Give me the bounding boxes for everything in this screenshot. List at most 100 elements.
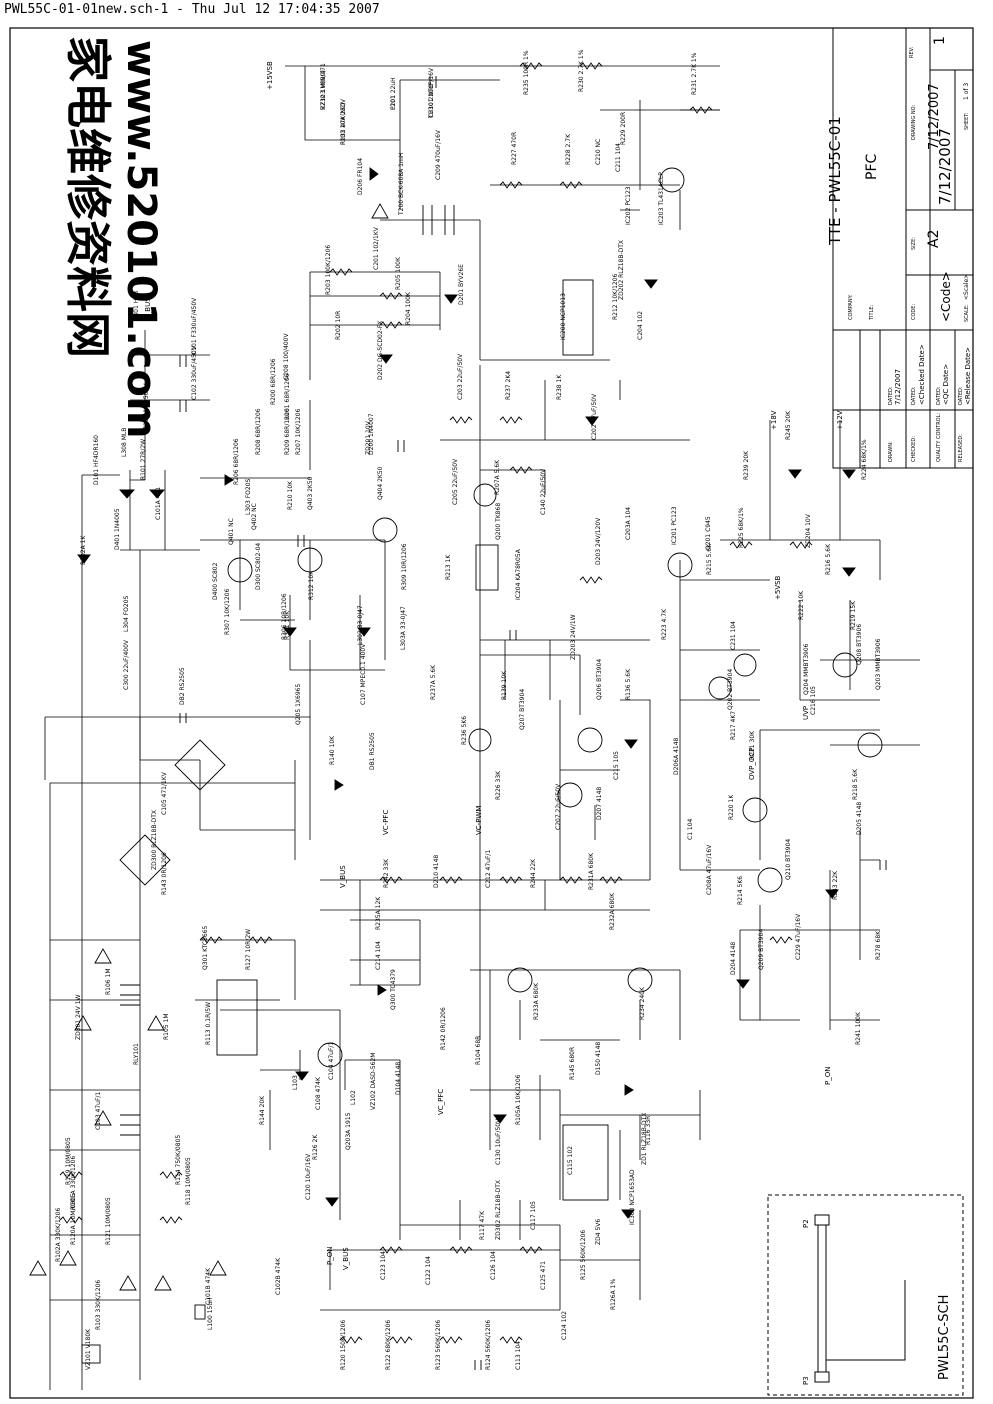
title-qc-date: <QC Date> — [942, 364, 950, 405]
net-label-vbus-top: V_BUS — [144, 297, 152, 320]
component-label: C208A 47uF/16V — [706, 844, 713, 895]
component-label: C229 47uF/16V — [795, 913, 802, 960]
title-scale: <Scale> — [963, 274, 970, 300]
component-label: VZ102 DASD-562M — [370, 1053, 377, 1110]
component-label: R226 33K — [495, 770, 502, 800]
component-label: C300 22uF/400V — [123, 639, 130, 690]
component-label: R139 10K — [501, 670, 508, 700]
component-label: C212 47uF/1 — [485, 850, 492, 888]
component-label: C205 22uF/50V — [452, 458, 459, 505]
diode-symbols — [77, 167, 856, 1219]
component-label: C120 10uF/16V — [305, 1153, 312, 1200]
component-label: D202 DG-SCD02-FX — [377, 321, 384, 380]
title-code: <Code> — [939, 271, 953, 322]
component-label: D104 4148 — [395, 1062, 402, 1095]
component-label: Q402 NC — [251, 503, 258, 530]
label-qc: QUALITY CONTROL: — [936, 413, 942, 462]
component-label: R215 5.6K — [706, 543, 713, 575]
net-label-pon-2: P_ON — [824, 1067, 832, 1085]
component-label: C130 10uF/50V — [495, 1118, 502, 1165]
component-label: R212 10K/1206 — [612, 273, 619, 320]
wires — [44, 65, 920, 1390]
component-label: R217 4K7 — [730, 711, 737, 740]
component-label: R234 240K — [639, 986, 646, 1020]
ic200-body — [562, 279, 594, 356]
component-label: R243 22K — [832, 870, 839, 900]
component-label: Q300 TC4379 — [390, 969, 397, 1010]
component-label: R200 68R/1206 — [270, 358, 277, 405]
component-label: Q204 MMBT3906 — [803, 643, 810, 695]
component-label: C210 NC — [595, 139, 602, 165]
component-label: D200 1N4007 — [368, 413, 375, 455]
watermark-cn: 家电维修资料网 — [61, 36, 115, 358]
component-label: R219 15K — [850, 600, 857, 630]
component-label: D203 24V/120V — [595, 517, 602, 565]
component-label: Q208 BT3906 — [856, 624, 863, 665]
component-label: ZD204 10V — [805, 513, 812, 548]
net-label-p18v: +18V — [770, 410, 778, 430]
title-size: A2 — [926, 230, 942, 248]
component-label: R306 10R/1206 — [281, 593, 288, 640]
component-label: R124 560K/1206 — [485, 1320, 492, 1370]
component-label: R209 68R/1206 — [284, 408, 291, 455]
component-label: L303 FO20S — [245, 478, 252, 515]
component-label: C126 104 — [490, 1251, 497, 1280]
component-label: D206A 4148 — [673, 737, 680, 775]
title-drawing-no: 7/12/2007 — [936, 128, 954, 205]
component-label: C102B 474K — [275, 1257, 282, 1295]
component-label: Q200 TK868 — [495, 503, 502, 540]
component-label: D205 4148 — [856, 802, 863, 835]
file-header: PWL55C-01-01new.sch-1 - Thu Jul 12 17:04… — [4, 2, 380, 17]
component-label: R213 1K — [445, 554, 452, 580]
component-label: TH101 NTC — [428, 84, 435, 119]
component-label: C103 47uF/1 — [95, 1092, 102, 1130]
component-label: R143 0R/1206 — [161, 852, 168, 895]
component-label: ZD201 10V — [365, 420, 372, 455]
component-label: R309 10R/1206 — [401, 543, 408, 590]
component-label: R210 10K — [287, 480, 294, 510]
component-label: C231 104 — [730, 621, 737, 650]
component-label: C201 102/1KV — [373, 226, 380, 270]
component-label: C214 104 — [375, 941, 382, 970]
net-label-p15v: +15VSB — [266, 61, 274, 90]
label-title: TITLE: — [869, 304, 875, 321]
component-label: IC200 NCP1013 — [560, 293, 567, 340]
watermark-url: www.520101.com — [118, 40, 164, 439]
bridge-db2 — [119, 834, 171, 886]
component-label: R123 560K/1206 — [435, 1320, 442, 1370]
component-label: ZD300 RLZ18B-DTX — [151, 810, 158, 870]
title-drawing-date: 7/12/2007 — [927, 83, 942, 150]
label-code: CODE: — [911, 304, 917, 320]
label-scale: SCALE: — [964, 304, 970, 322]
component-label: C203 22uF/50V — [457, 353, 464, 400]
component-label: ZD4 5V6 — [595, 1219, 602, 1245]
component-label: R222 10K — [798, 590, 805, 620]
component-label: D400 SC802 — [212, 562, 219, 600]
component-label: C105 471/1KV — [161, 771, 168, 815]
component-label: R232 1M(NC) — [320, 70, 327, 110]
component-label: R231 2.7K 1% — [691, 52, 698, 95]
component-label: C202 47uF/50V — [591, 393, 598, 440]
component-label: R278 68K — [875, 930, 882, 960]
title-block — [832, 27, 974, 469]
component-label: D201 BYV26E — [458, 264, 465, 305]
component-label: R136 5.6K — [625, 668, 632, 700]
sub-sheet-box: P2 P3 PWL55C-SCH — [767, 1194, 964, 1396]
component-label: C124 102 — [561, 1311, 568, 1340]
component-label: VZ101 V180K — [85, 1328, 92, 1370]
component-label: C109 103 500V — [143, 383, 150, 430]
label-size: SIZE: — [911, 237, 917, 250]
component-label: D210 4148 — [433, 855, 440, 888]
component-label: R201 68R/1206 — [284, 373, 291, 420]
component-label: R229 200R — [620, 112, 627, 145]
component-label: R307 10K/1206 — [224, 588, 231, 635]
component-label: C204 102 — [637, 311, 644, 340]
component-label: C101A 471 — [155, 487, 162, 520]
component-label: L103 — [292, 1075, 299, 1090]
inductor-l103 — [120, 984, 140, 1006]
component-label: C211 104 — [615, 143, 622, 172]
component-label: R228 2.7K — [565, 133, 572, 165]
component-label: C104 47uF/1 — [328, 1042, 335, 1080]
component-label: C101B 474K — [205, 1267, 212, 1305]
